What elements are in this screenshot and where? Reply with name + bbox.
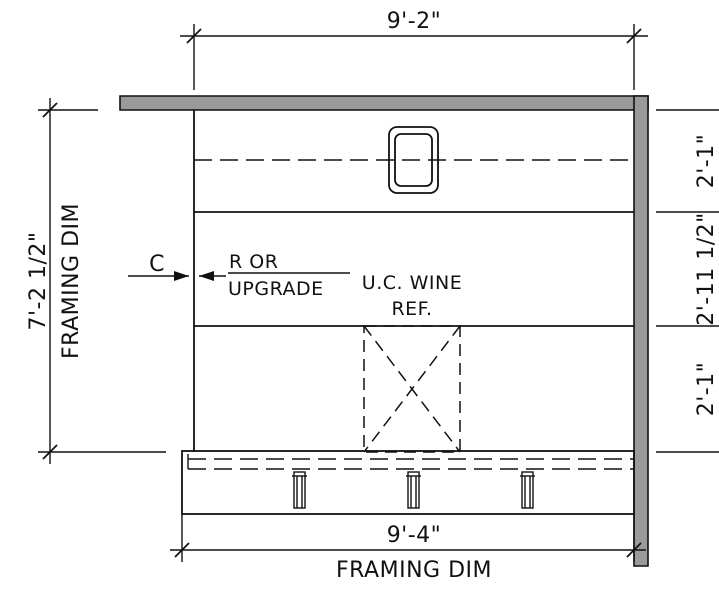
right-wall bbox=[633, 95, 649, 567]
stool-icon-3 bbox=[520, 471, 535, 509]
top-dimension-line bbox=[180, 24, 648, 90]
right-segment-1-label: 2'-1" bbox=[694, 134, 719, 189]
bottom-dimension-line bbox=[170, 514, 646, 562]
right-dimension-line bbox=[656, 109, 719, 453]
clearance-mark: C bbox=[149, 252, 165, 277]
left-dimension-line bbox=[38, 98, 166, 464]
appliance-label-line-1: U.C. WINE bbox=[362, 272, 462, 294]
island-bar bbox=[181, 450, 635, 515]
left-height-label: 7'-2 1/2" bbox=[26, 232, 51, 331]
right-segment-2-label: 2'-11 1/2" bbox=[694, 212, 719, 326]
bottom-width-note: FRAMING DIM bbox=[336, 558, 492, 583]
option-label-line-1: R OR bbox=[229, 251, 278, 273]
right-segment-3-label: 2'-1" bbox=[694, 362, 719, 417]
top-width-label: 9'-2" bbox=[387, 9, 442, 34]
option-label-line-2: UPGRADE bbox=[228, 278, 324, 300]
top-wall bbox=[119, 95, 649, 111]
left-height-note: FRAMING DIM bbox=[59, 203, 84, 359]
sink-icon bbox=[388, 126, 439, 194]
appliance-label-line-2: REF. bbox=[391, 298, 432, 320]
stool-icon-1 bbox=[292, 471, 307, 509]
wine-fridge-icon bbox=[363, 325, 461, 453]
clearance-arrows bbox=[128, 271, 226, 281]
stool-icon-2 bbox=[406, 471, 421, 509]
bottom-width-label: 9'-4" bbox=[387, 523, 442, 548]
